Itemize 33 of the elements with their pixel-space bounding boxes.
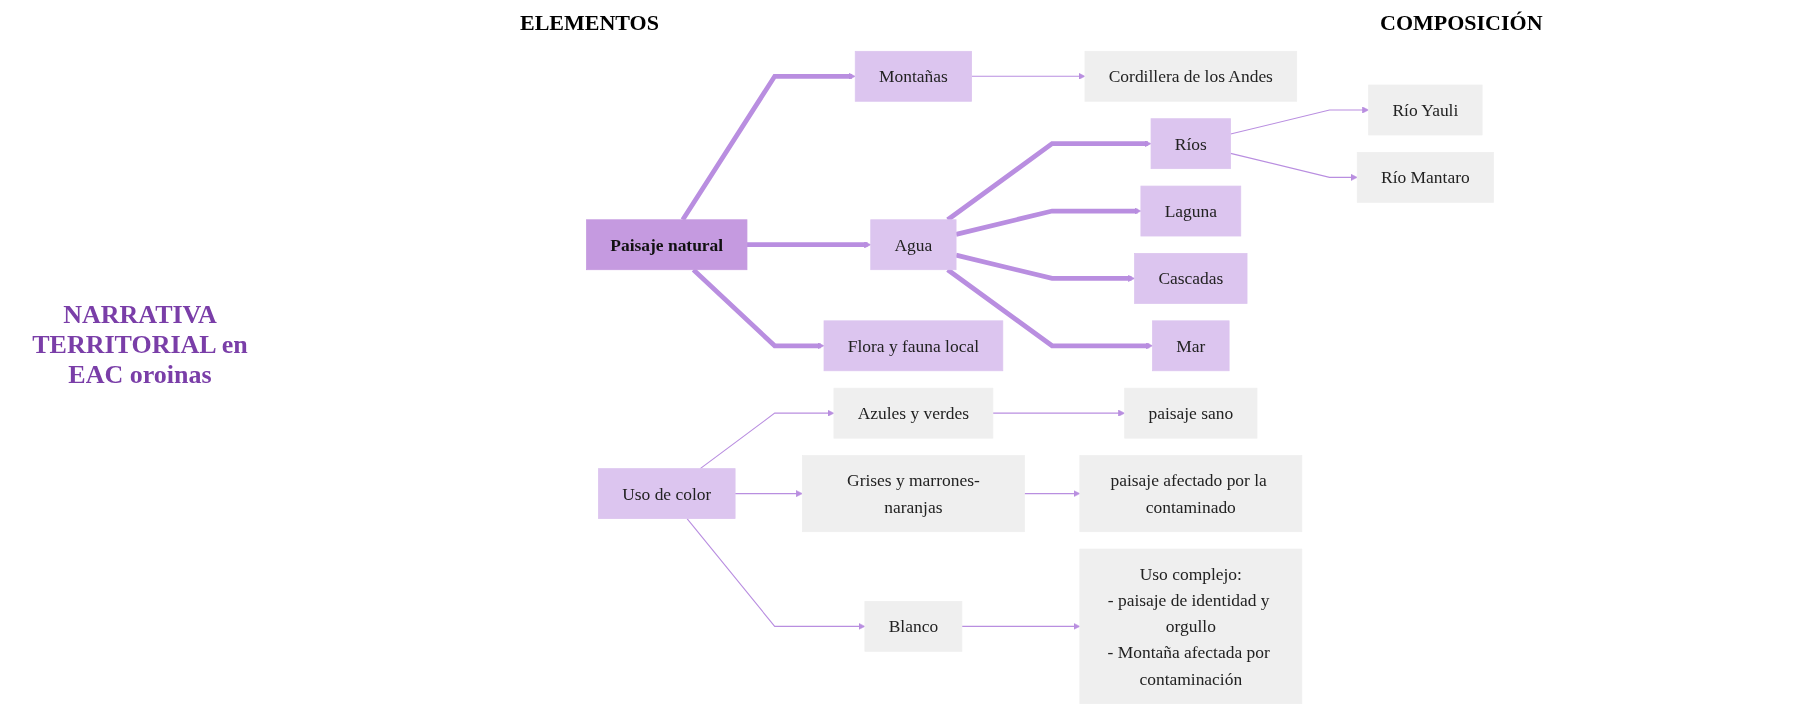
arrow (971, 72, 1086, 80)
node-box: Blanco (864, 601, 963, 652)
arrow (961, 622, 1081, 630)
node-box: Azules y verdes (833, 387, 994, 439)
node-box: Uso complejo: - paisaje de identidad y orgullo - Montaña afectada por contaminación (1079, 548, 1303, 705)
node-box: Uso de color (598, 468, 736, 519)
section-heading: COMPOSICIÓN (1380, 10, 1543, 36)
node-box: Laguna (1140, 185, 1242, 237)
node-box: Agua (870, 219, 957, 271)
arrow (992, 409, 1125, 417)
arrow (955, 252, 1135, 282)
arrow (746, 241, 872, 249)
arrow (1230, 106, 1369, 135)
node-box: paisaje afectado por la contaminado (1079, 455, 1303, 533)
node-box: Paisaje natural (586, 219, 748, 271)
arrow (1230, 152, 1358, 181)
arrow (1023, 490, 1081, 498)
section-heading: ELEMENTOS (520, 10, 659, 36)
node-box: Mar (1152, 320, 1230, 372)
node-box: Montañas (854, 50, 972, 102)
arrow (734, 490, 803, 498)
node-box: paisaje sano (1124, 387, 1258, 439)
side-title: NARRATIVA TERRITORIAL en EAC oroinas (31, 300, 249, 390)
arrow (686, 518, 866, 630)
node-box: Cordillera de los Andes (1084, 50, 1298, 102)
node-box: Río Mantaro (1356, 152, 1494, 203)
node-box: Grises y marrones-naranjas (802, 455, 1025, 533)
node-box: Ríos (1150, 118, 1231, 170)
node-box: Río Yauli (1368, 84, 1483, 136)
node-box: Cascadas (1134, 253, 1248, 304)
arrow (699, 409, 835, 470)
node-box: Flora y fauna local (823, 320, 1004, 372)
arrow (955, 207, 1142, 237)
